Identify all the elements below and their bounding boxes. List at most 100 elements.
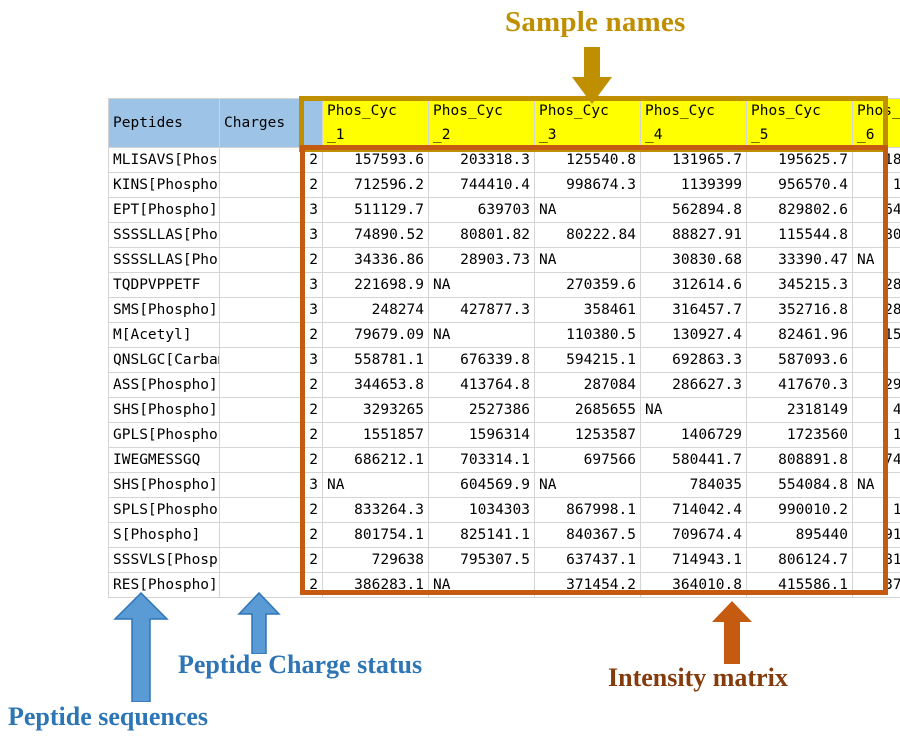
cell-intensity-s3[interactable]: 594215.1 [534, 347, 641, 373]
cell-peptide[interactable]: SSSVLS[Phospho] [108, 547, 220, 573]
cell-intensity-s6[interactable]: 1502006 [852, 422, 900, 448]
cell-intensity-s6[interactable]: 1039246 [852, 497, 900, 523]
cell-charge[interactable]: 2 [219, 447, 323, 473]
cell-intensity-s2[interactable]: NA [428, 322, 535, 348]
cell-intensity-s6[interactable]: 373595.6 [852, 572, 900, 598]
cell-intensity-s1[interactable]: 74890.52 [322, 222, 429, 248]
column-header-s6[interactable]: Phos_Cyc_6 [852, 98, 900, 148]
cell-intensity-s2[interactable]: 1596314 [428, 422, 535, 448]
cell-intensity-s1[interactable]: 34336.86 [322, 247, 429, 273]
cell-intensity-s5[interactable]: 956570.4 [746, 172, 853, 198]
cell-intensity-s4[interactable]: 316457.7 [640, 297, 747, 323]
cell-intensity-s1[interactable]: 221698.9 [322, 272, 429, 298]
cell-charge[interactable]: 3 [219, 222, 323, 248]
cell-peptide[interactable]: TQDPVPPETF [108, 272, 220, 298]
cell-charge[interactable]: 2 [219, 497, 323, 523]
cell-intensity-s4[interactable]: 88827.91 [640, 222, 747, 248]
cell-charge[interactable]: 2 [219, 547, 323, 573]
cell-charge[interactable]: 2 [219, 247, 323, 273]
cell-peptide[interactable]: SHS[Phospho] [108, 472, 220, 498]
cell-intensity-s6[interactable]: 913974.4 [852, 522, 900, 548]
cell-intensity-s1[interactable]: 157593.6 [322, 147, 429, 173]
cell-intensity-s3[interactable]: 998674.3 [534, 172, 641, 198]
cell-intensity-s3[interactable]: 697566 [534, 447, 641, 473]
cell-intensity-s5[interactable]: 417670.3 [746, 372, 853, 398]
cell-intensity-s6[interactable]: NA [852, 247, 900, 273]
cell-intensity-s2[interactable]: 744410.4 [428, 172, 535, 198]
cell-intensity-s3[interactable]: 80222.84 [534, 222, 641, 248]
cell-intensity-s5[interactable]: 345215.3 [746, 272, 853, 298]
table-row[interactable]: SSSVLS[Phospho]2729638795307.5637437.171… [108, 547, 900, 573]
cell-intensity-s1[interactable]: 511129.7 [322, 197, 429, 223]
cell-intensity-s6[interactable]: 745552.6 [852, 447, 900, 473]
cell-intensity-s3[interactable]: 287084 [534, 372, 641, 398]
column-header-s5[interactable]: Phos_Cyc_5 [746, 98, 853, 148]
cell-peptide[interactable]: SPLS[Phospho] [108, 497, 220, 523]
cell-intensity-s1[interactable]: NA [322, 472, 429, 498]
cell-intensity-s3[interactable]: 2685655 [534, 397, 641, 423]
cell-peptide[interactable]: S[Phospho] [108, 522, 220, 548]
cell-charge[interactable]: 2 [219, 147, 323, 173]
cell-intensity-s6[interactable]: 284286.5 [852, 272, 900, 298]
cell-charge[interactable]: 2 [219, 172, 323, 198]
cell-intensity-s1[interactable]: 686212.1 [322, 447, 429, 473]
cell-peptide[interactable]: SSSSLLAS[Phospho] [108, 222, 220, 248]
cell-intensity-s5[interactable]: 990010.2 [746, 497, 853, 523]
cell-peptide[interactable]: RES[Phospho] [108, 572, 220, 598]
cell-intensity-s4[interactable]: 312614.6 [640, 272, 747, 298]
cell-charge[interactable]: 2 [219, 522, 323, 548]
cell-intensity-s3[interactable]: 371454.2 [534, 572, 641, 598]
cell-intensity-s4[interactable]: 1406729 [640, 422, 747, 448]
table-row[interactable]: MLISAVS[Phospho]2157593.6203318.3125540.… [108, 147, 900, 173]
cell-intensity-s4[interactable]: 709674.4 [640, 522, 747, 548]
cell-intensity-s3[interactable]: 840367.5 [534, 522, 641, 548]
cell-intensity-s2[interactable]: 427877.3 [428, 297, 535, 323]
column-header-s4[interactable]: Phos_Cyc_4 [640, 98, 747, 148]
cell-charge[interactable]: 2 [219, 372, 323, 398]
cell-intensity-s4[interactable]: 30830.68 [640, 247, 747, 273]
cell-peptide[interactable]: QNSLGC[Carbamidomethyl] [108, 347, 220, 373]
cell-charge[interactable]: 3 [219, 347, 323, 373]
cell-peptide[interactable]: KINS[Phospho] [108, 172, 220, 198]
cell-intensity-s2[interactable]: 825141.1 [428, 522, 535, 548]
cell-intensity-s2[interactable]: 413764.8 [428, 372, 535, 398]
cell-charge[interactable]: 3 [219, 297, 323, 323]
cell-intensity-s4[interactable]: 131965.7 [640, 147, 747, 173]
table-row[interactable]: SSSSLLAS[Phospho]234336.8628903.73NA3083… [108, 247, 900, 273]
cell-intensity-s2[interactable]: 703314.1 [428, 447, 535, 473]
cell-intensity-s5[interactable]: 554084.8 [746, 472, 853, 498]
cell-intensity-s6[interactable]: 818071.6 [852, 547, 900, 573]
cell-charge[interactable]: 2 [219, 422, 323, 448]
cell-intensity-s1[interactable]: 1551857 [322, 422, 429, 448]
cell-intensity-s6[interactable]: 285275.5 [852, 297, 900, 323]
cell-intensity-s5[interactable]: 115544.8 [746, 222, 853, 248]
column-header-s3[interactable]: Phos_Cyc_3 [534, 98, 641, 148]
table-row[interactable]: QNSLGC[Carbamidomethyl]3558781.1676339.8… [108, 347, 900, 373]
cell-intensity-s6[interactable]: 1120046 [852, 172, 900, 198]
cell-intensity-s1[interactable]: 712596.2 [322, 172, 429, 198]
cell-intensity-s1[interactable]: 833264.3 [322, 497, 429, 523]
cell-intensity-s3[interactable]: 358461 [534, 297, 641, 323]
cell-intensity-s4[interactable]: 714042.4 [640, 497, 747, 523]
cell-charge[interactable]: 3 [219, 197, 323, 223]
cell-peptide[interactable]: MLISAVS[Phospho] [108, 147, 220, 173]
column-header-peptides[interactable]: Peptides [108, 98, 220, 148]
cell-intensity-s2[interactable]: NA [428, 272, 535, 298]
cell-intensity-s1[interactable]: 248274 [322, 297, 429, 323]
cell-intensity-s5[interactable]: 1723560 [746, 422, 853, 448]
cell-intensity-s6[interactable]: 180664.5 [852, 147, 900, 173]
cell-intensity-s5[interactable]: 82461.96 [746, 322, 853, 348]
cell-intensity-s1[interactable]: 344653.8 [322, 372, 429, 398]
cell-intensity-s4[interactable]: 1139399 [640, 172, 747, 198]
cell-intensity-s5[interactable]: 2318149 [746, 397, 853, 423]
cell-intensity-s6[interactable]: 756873 [852, 347, 900, 373]
